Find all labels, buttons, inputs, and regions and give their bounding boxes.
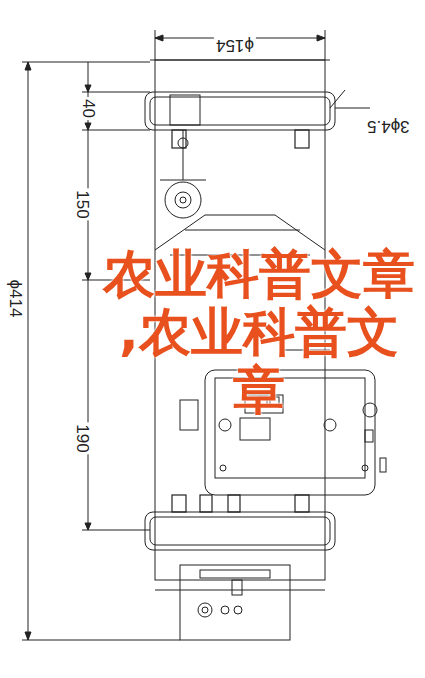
dimension-text: 190	[74, 422, 91, 454]
watermark-text: 农业科普文章,农业科普文章	[98, 245, 420, 420]
dimension-text: 3ϕ4.5	[365, 118, 412, 135]
dimension-text: ϕ414	[8, 278, 25, 320]
dimension-text: 40	[79, 97, 96, 120]
dimension-text: 150	[74, 188, 91, 220]
dimension-text: ϕ154	[214, 37, 256, 54]
